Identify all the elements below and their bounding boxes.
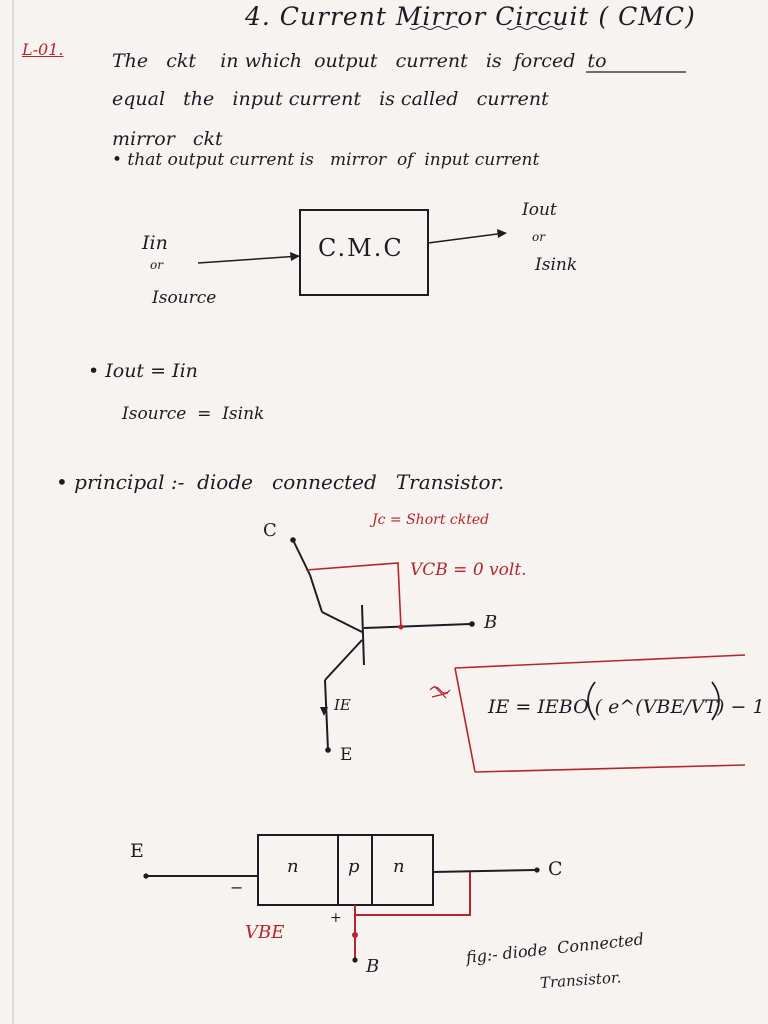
emitter-current-arrow-icon [320, 707, 328, 716]
emitter-terminal [325, 747, 331, 753]
equation-isource-isink: Isource = Isink [122, 404, 265, 424]
definition-line-3: mirror ckt [112, 128, 223, 150]
region-n-left: n [287, 856, 299, 877]
cmc-box-label: C.M.C [318, 234, 404, 262]
npn-junction-block [257, 834, 434, 906]
emitter-label: E [340, 745, 353, 765]
junction-base-label: B [366, 956, 380, 977]
vbe-label: VBE [245, 922, 285, 943]
region-n-right: n [393, 856, 405, 877]
input-wire [197, 255, 301, 264]
page-margin [12, 0, 14, 1024]
definition-line-1: The ckt in which output current is force… [112, 50, 607, 72]
formula-frame [454, 654, 746, 773]
input-alt-label: Isource [152, 288, 217, 308]
collector-base-short [305, 562, 402, 629]
formula-scribble-icon [429, 685, 451, 699]
base-lead-terminal [352, 957, 358, 963]
equation-iout-iin: • Iout = Iin [88, 360, 198, 382]
transistor-symbol [292, 539, 471, 751]
region-p: p [348, 856, 360, 877]
definition-line-4: • that output current is mirror of input… [112, 150, 540, 170]
input-or-label: or [150, 258, 163, 272]
collector-terminal [290, 537, 296, 543]
input-arrow-icon [290, 252, 300, 261]
emitter-current-formula: IE = IEBO ( e^(VBE/VT) − 1 ) [488, 696, 768, 718]
principle-heading: • principal :- diode connected Transisto… [56, 470, 505, 494]
output-wire [427, 232, 506, 244]
base-terminal [469, 621, 475, 627]
output-or-label: or [532, 230, 545, 244]
emitter-current-label: IE [334, 696, 351, 714]
junction-short-note: Jc = Short ckted [372, 512, 490, 528]
cmc-box [299, 209, 429, 296]
plus-sign: + [330, 910, 342, 926]
output-alt-label: Isink [535, 255, 578, 275]
junction-emitter-label: E [130, 840, 144, 862]
definition-line-2: equal the input current is called curren… [112, 88, 549, 110]
collector-lead [432, 869, 536, 873]
input-current-label: Iin [142, 232, 168, 254]
output-current-label: Iout [522, 200, 557, 220]
junction-collector-label: C [548, 858, 563, 880]
minus-sign: − [230, 878, 244, 897]
base-label: B [484, 612, 498, 633]
collector-label: C [263, 520, 277, 541]
output-arrow-icon [497, 229, 507, 238]
lecture-tag: L-01. [22, 40, 64, 59]
vcb-note: VCB = 0 volt. [410, 560, 527, 580]
